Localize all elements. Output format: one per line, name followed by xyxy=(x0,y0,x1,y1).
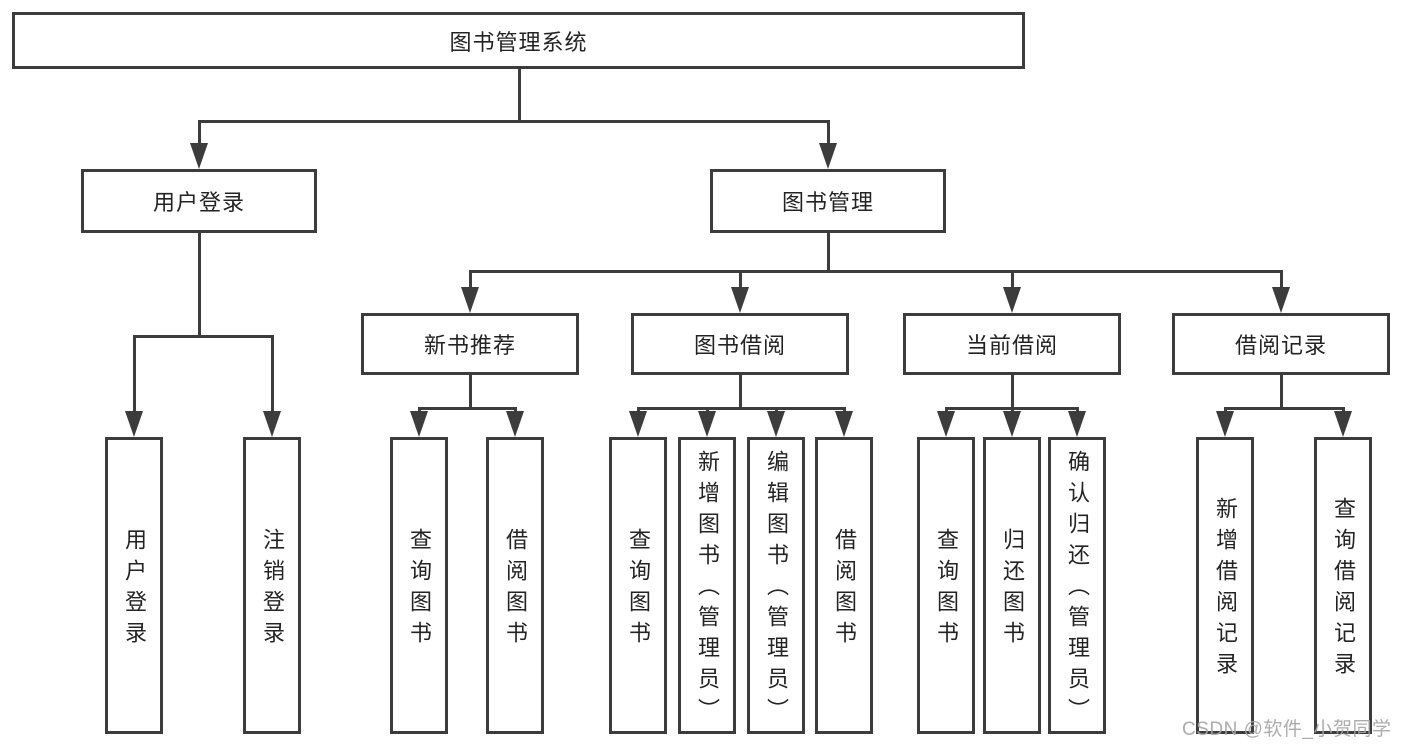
node-book-mgmt-label: 图书管理 xyxy=(781,190,874,215)
connector-line xyxy=(1011,375,1014,409)
connector-line xyxy=(637,407,640,414)
node-borrow-record: 借阅记录 xyxy=(1172,313,1390,375)
connector-line xyxy=(706,407,709,414)
connector-line xyxy=(514,407,517,414)
leaf-return-books: 归还图书 xyxy=(983,437,1041,734)
node-new-book-rec-label: 新书推荐 xyxy=(423,333,516,358)
node-user-login-label: 用户登录 xyxy=(152,190,245,215)
connector-line xyxy=(518,69,521,120)
leaf-add-book-admin-label: 新增图书（管理员） xyxy=(695,450,720,729)
connector-line xyxy=(637,407,846,410)
connector-line xyxy=(843,407,846,414)
arrow-down-icon xyxy=(410,411,428,437)
connector-line xyxy=(1011,407,1014,414)
arrow-down-icon xyxy=(835,411,853,437)
node-root: 图书管理系统 xyxy=(12,12,1025,69)
leaf-edit-book-admin-label: 编辑图书（管理员） xyxy=(764,450,789,729)
leaf-query-books-1-label: 查询图书 xyxy=(407,527,432,652)
node-current-borrow: 当前借阅 xyxy=(903,313,1121,375)
connector-line xyxy=(198,120,201,145)
arrow-down-icon xyxy=(1216,411,1234,437)
connector-line xyxy=(1342,407,1345,414)
arrow-down-icon xyxy=(698,411,716,437)
leaf-borrow-books-1-label: 借阅图书 xyxy=(503,527,528,652)
arrow-down-icon xyxy=(1068,411,1086,437)
connector-line xyxy=(1280,375,1283,409)
csdn-watermark: CSDN @软件_小贺同学 xyxy=(1182,719,1392,740)
leaf-query-books-1: 查询图书 xyxy=(390,437,448,734)
leaf-return-books-label: 归还图书 xyxy=(1000,527,1025,652)
leaf-user-login: 用户登录 xyxy=(105,437,163,734)
leaf-logout-label: 注销登录 xyxy=(260,527,285,652)
arrow-down-icon xyxy=(767,411,785,437)
node-borrow-record-label: 借阅记录 xyxy=(1234,333,1327,358)
leaf-borrow-books-2-label: 借阅图书 xyxy=(832,527,857,652)
connector-line xyxy=(1224,407,1345,410)
leaf-query-books-2-label: 查询图书 xyxy=(626,527,651,652)
arrow-down-icon xyxy=(461,287,479,313)
arrow-down-icon xyxy=(731,287,749,313)
node-user-login: 用户登录 xyxy=(81,169,317,233)
leaf-user-login-label: 用户登录 xyxy=(122,527,147,652)
arrow-down-icon xyxy=(629,411,647,437)
connector-line xyxy=(469,375,472,409)
leaf-borrow-books-1: 借阅图书 xyxy=(486,437,544,734)
connector-line xyxy=(1076,407,1079,414)
connector-line xyxy=(739,270,742,290)
connector-line xyxy=(198,120,830,123)
leaf-query-books-3-label: 查询图书 xyxy=(934,527,959,652)
connector-line xyxy=(418,407,421,414)
connector-line xyxy=(133,335,136,413)
connector-line xyxy=(775,407,778,414)
connector-line xyxy=(739,375,742,409)
connector-line xyxy=(827,120,830,145)
arrow-down-icon xyxy=(1334,411,1352,437)
node-book-borrow-label: 图书借阅 xyxy=(693,333,786,358)
connector-line xyxy=(827,233,830,273)
node-book-borrow: 图书借阅 xyxy=(631,313,849,375)
connector-line xyxy=(469,270,472,290)
node-book-mgmt: 图书管理 xyxy=(710,169,946,233)
leaf-query-books-2: 查询图书 xyxy=(609,437,667,734)
connector-line xyxy=(469,270,1283,273)
connector-line xyxy=(1224,407,1227,414)
leaf-logout: 注销登录 xyxy=(243,437,301,734)
connector-line xyxy=(418,407,517,410)
connector-line xyxy=(133,335,274,338)
leaf-borrow-books-2: 借阅图书 xyxy=(815,437,873,734)
node-new-book-rec: 新书推荐 xyxy=(361,313,579,375)
leaf-add-borrow-record: 新增借阅记录 xyxy=(1196,437,1254,734)
arrow-down-icon xyxy=(190,143,208,169)
leaf-confirm-return-admin: 确认归还（管理员） xyxy=(1048,437,1106,734)
connector-line xyxy=(271,335,274,413)
leaf-query-books-3: 查询图书 xyxy=(917,437,975,734)
connector-line xyxy=(198,233,201,337)
arrow-down-icon xyxy=(937,411,955,437)
node-current-borrow-label: 当前借阅 xyxy=(965,333,1058,358)
connector-line xyxy=(945,407,948,414)
node-root-label: 图书管理系统 xyxy=(449,29,588,55)
arrow-down-icon xyxy=(125,411,143,437)
arrow-down-icon xyxy=(819,143,837,169)
leaf-add-book-admin: 新增图书（管理员） xyxy=(678,437,736,734)
arrow-down-icon xyxy=(1272,287,1290,313)
leaf-edit-book-admin: 编辑图书（管理员） xyxy=(747,437,805,734)
connector-line xyxy=(1280,270,1283,290)
connector-line xyxy=(1011,270,1014,290)
leaf-add-borrow-record-label: 新增借阅记录 xyxy=(1213,496,1238,683)
leaf-query-borrow-record-label: 查询借阅记录 xyxy=(1331,496,1356,683)
leaf-confirm-return-admin-label: 确认归还（管理员） xyxy=(1065,450,1090,729)
arrow-down-icon xyxy=(1003,411,1021,437)
arrow-down-icon xyxy=(506,411,524,437)
arrow-down-icon xyxy=(1003,287,1021,313)
arrow-down-icon xyxy=(263,411,281,437)
leaf-query-borrow-record: 查询借阅记录 xyxy=(1314,437,1372,734)
